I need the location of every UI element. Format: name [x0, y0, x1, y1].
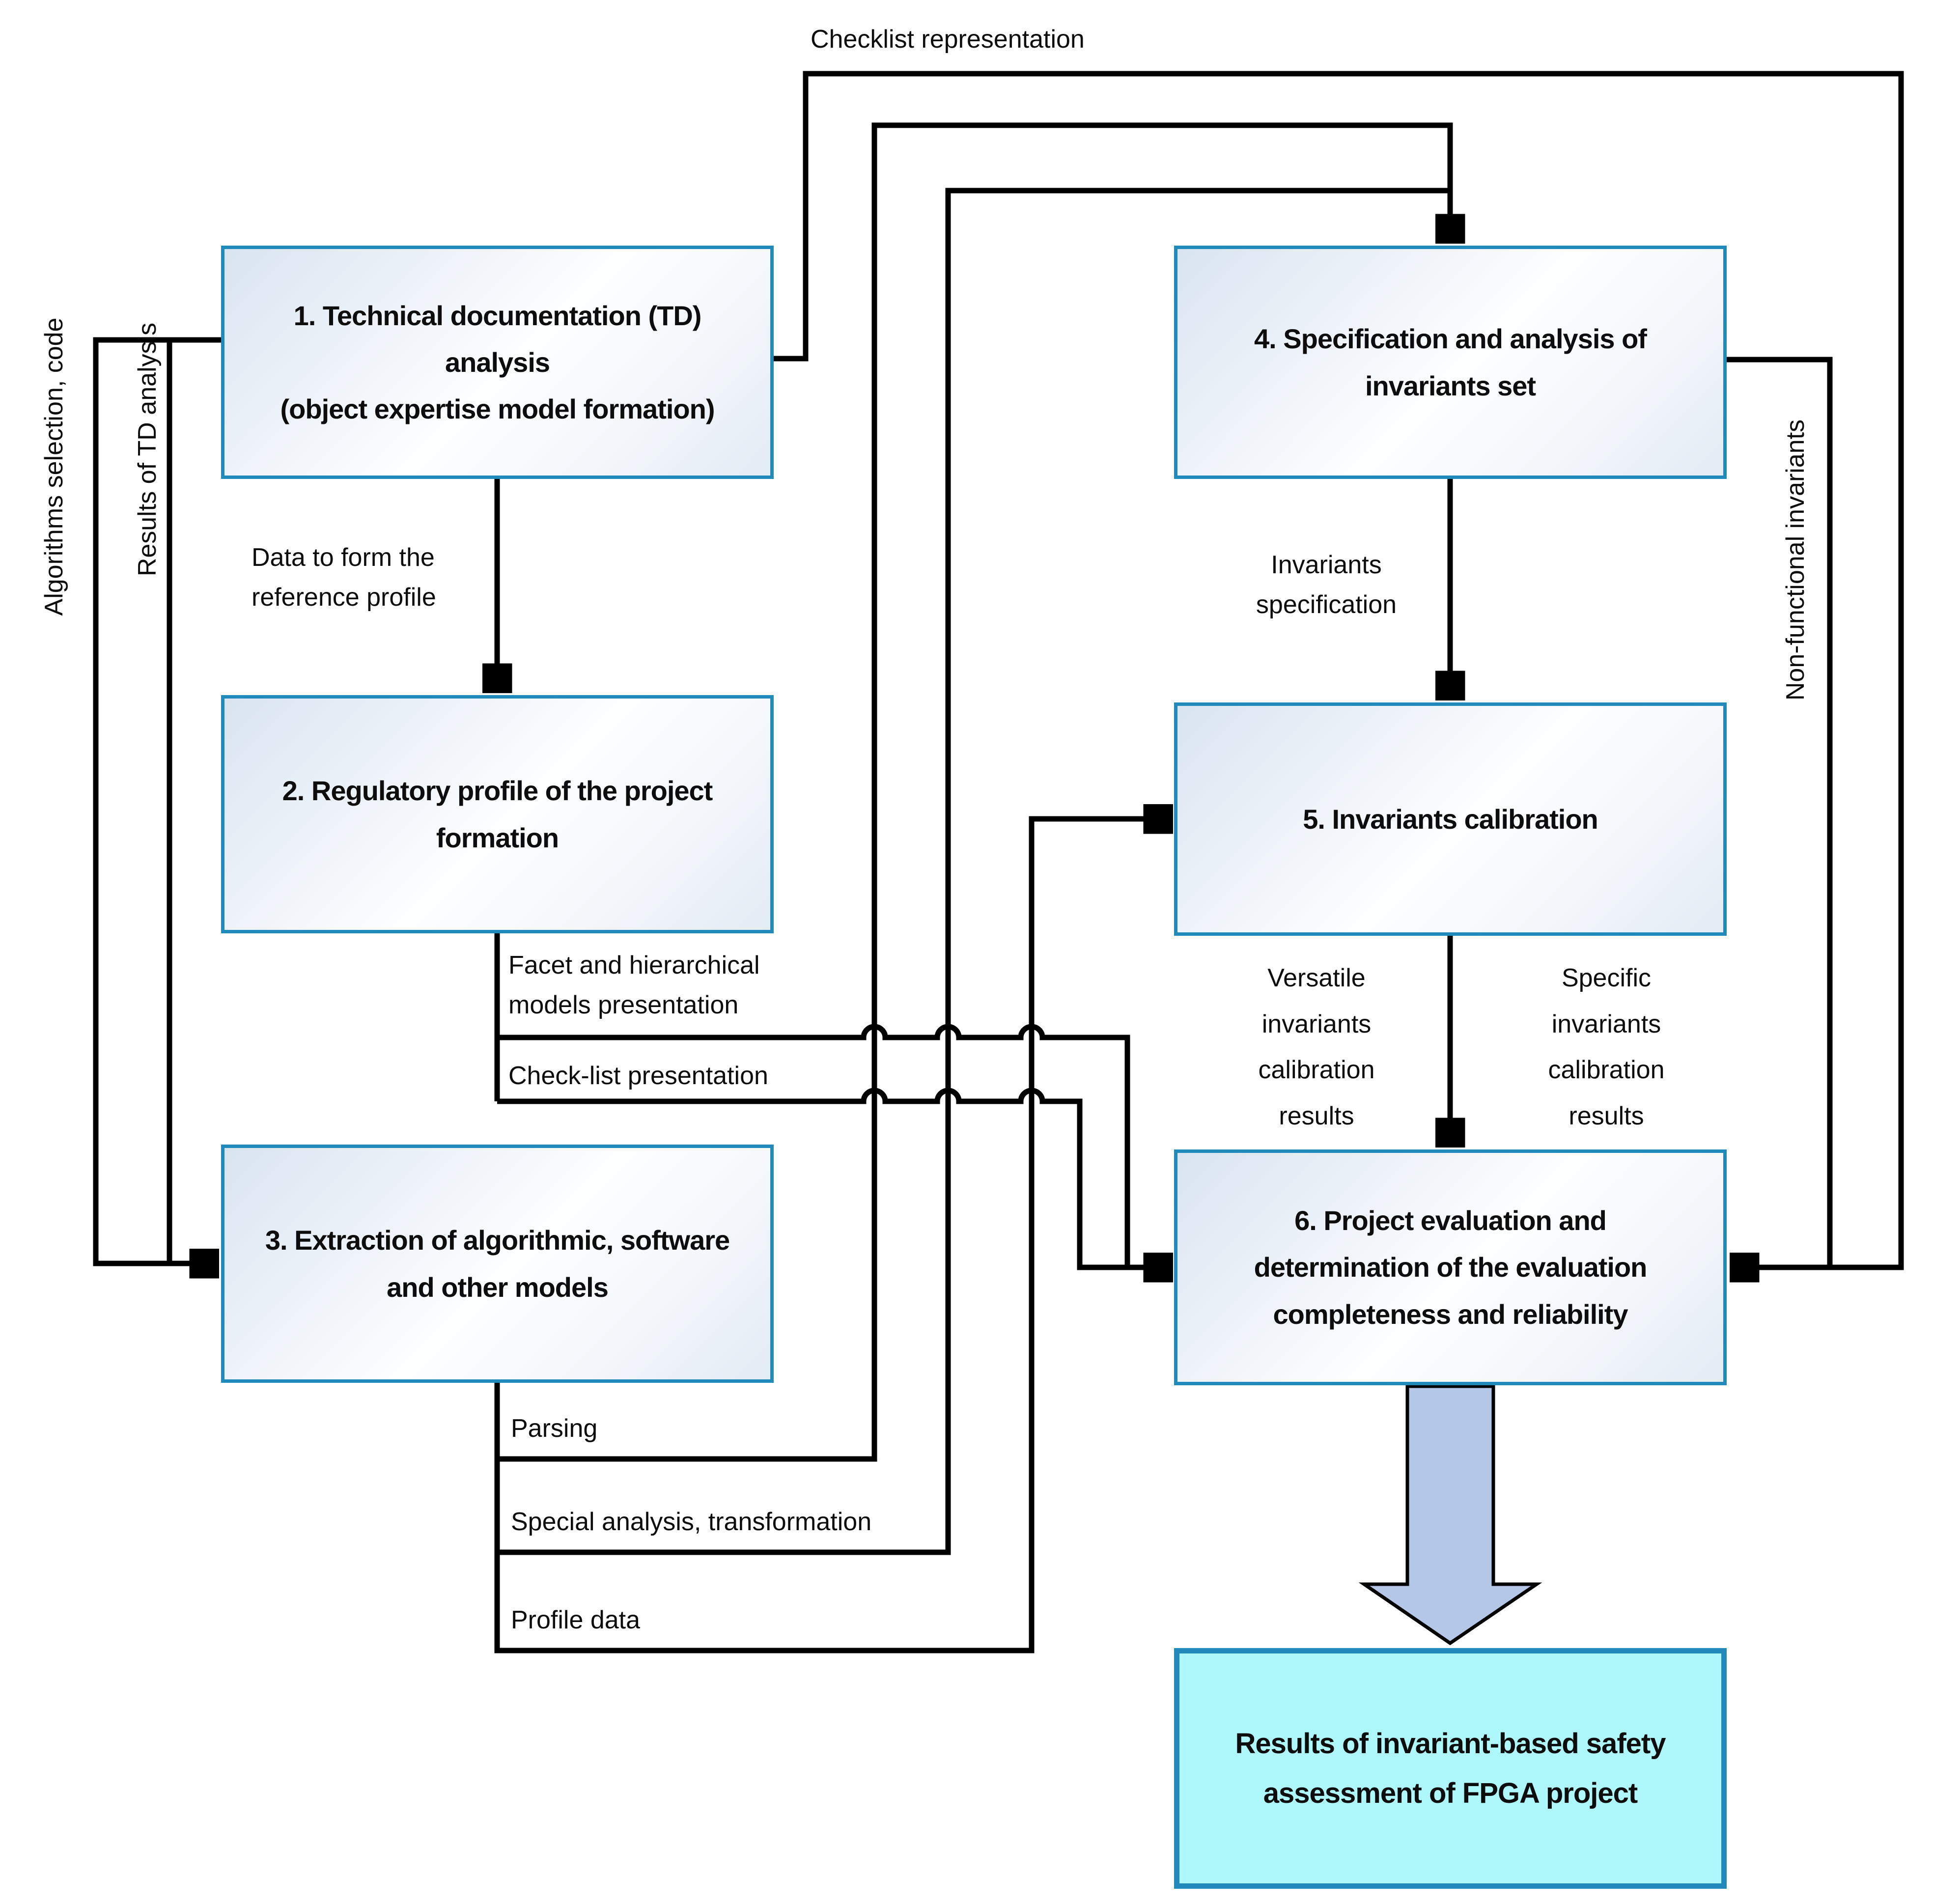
box-5-invariants-calibration: 5. Invariants calibration: [1174, 702, 1727, 936]
connector-special-analysis: [497, 188, 1450, 1555]
label-parsing: Parsing: [511, 1414, 598, 1443]
connector-non-functional-invariants: [1727, 357, 1833, 1267]
label-invariants-specification: Invariants specification: [1256, 551, 1397, 619]
connector-algorithms-selection: [93, 337, 221, 1263]
label-versatile-invariants-results: Versatile invariants calibration results: [1258, 964, 1375, 1130]
connector-parsing: [497, 122, 1450, 1462]
box-4-specification-analysis-invariants: 4. Specification and analysis of invaria…: [1174, 246, 1727, 479]
box-6-project-evaluation: 6. Project evaluation and determination …: [1174, 1149, 1727, 1385]
box-results-safety-assessment: Results of invariant-based safety assess…: [1174, 1648, 1727, 1889]
box-3-extraction-of-models: 3. Extraction of algorithmic, software a…: [221, 1145, 774, 1383]
label-non-functional-invariants: Non-functional invariants: [1781, 419, 1810, 701]
connector-checklist-representation: [774, 71, 1904, 1267]
label-checklist-presentation: Check-list presentation: [508, 1062, 768, 1090]
box-1-technical-documentation-analysis: 1. Technical documentation (TD) analysis…: [221, 246, 774, 479]
block-arrow-down: [1358, 1384, 1542, 1646]
label-facet-hierarchical-models: Facet and hierarchical models presentati…: [508, 951, 760, 1019]
label-specific-invariants-results: Specific invariants calibration results: [1548, 964, 1665, 1130]
label-special-analysis-transformation: Special analysis, transformation: [511, 1508, 872, 1536]
label-results-of-td-analysis: Results of TD analysis: [133, 322, 162, 577]
label-data-to-form-reference-profile: Data to form the reference profile: [252, 543, 436, 612]
label-checklist-representation: Checklist representation: [811, 25, 1085, 54]
label-profile-data: Profile data: [511, 1606, 641, 1634]
box-2-regulatory-profile-formation: 2. Regulatory profile of the project for…: [221, 695, 774, 933]
label-algorithms-selection-code: Algorithms selection, code: [40, 317, 68, 616]
connector-profile-data: [494, 819, 1170, 1653]
